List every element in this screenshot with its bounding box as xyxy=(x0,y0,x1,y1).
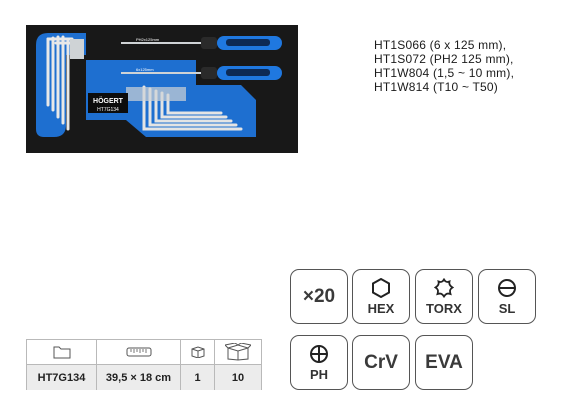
phillips-label: PH xyxy=(309,367,329,382)
quantity-text: ×20 xyxy=(302,285,336,307)
material-badge: CrV xyxy=(352,335,410,390)
contents-line: HT1S066 (6 x 125 mm), xyxy=(374,38,507,52)
contents-line: HT1W814 (T10 ~ T50) xyxy=(374,80,498,94)
torx-badge: TORX xyxy=(415,269,473,324)
quantity-badge: ×20 xyxy=(290,269,348,324)
folder-icon xyxy=(27,340,97,364)
photo-label-bottom: 6x125mm xyxy=(136,67,154,72)
slotted-icon xyxy=(497,277,517,299)
torx-label: TORX xyxy=(426,301,462,316)
ruler-icon xyxy=(97,340,181,364)
spec-unit-qty: 1 xyxy=(181,365,215,390)
material-text: CrV xyxy=(364,351,398,373)
spec-carton-qty: 10 xyxy=(231,371,245,384)
hex-label: HEX xyxy=(367,301,395,316)
foam-text: EVA xyxy=(425,351,463,373)
foam-badge: EVA xyxy=(415,335,473,390)
photo-brand-text: HÖGERT xyxy=(93,96,124,105)
product-photo: HÖGERT HT7G134 PH2x125mm 6x125mm xyxy=(26,25,298,153)
hex-badge: HEX xyxy=(352,269,410,324)
slotted-badge: SL xyxy=(478,269,536,324)
hexagon-icon xyxy=(371,277,391,299)
photo-label-top: PH2x125mm xyxy=(136,37,160,42)
product-contents-list: HT1S066 (6 x 125 mm), HT1S072 (PH2 125 m… xyxy=(374,38,570,94)
tool-set-illustration: HÖGERT HT7G134 PH2x125mm 6x125mm xyxy=(26,25,298,153)
spec-table: HT7G134 39,5 × 18 cm 1 10 xyxy=(26,339,262,390)
slotted-label: SL xyxy=(498,301,516,316)
spec-model: HT7G134 xyxy=(27,365,97,390)
phillips-icon xyxy=(309,343,329,365)
spec-icon-row xyxy=(27,340,261,365)
photo-model-text: HT7G134 xyxy=(97,107,119,113)
single-box-icon xyxy=(181,340,215,364)
spec-dimensions: 39,5 × 18 cm xyxy=(97,365,181,390)
phillips-badge: PH xyxy=(290,335,348,390)
torx-star-icon xyxy=(434,277,454,299)
contents-line: HT1S072 (PH2 125 mm), xyxy=(374,52,514,66)
contents-line: HT1W804 (1,5 ~ 10 mm), xyxy=(374,66,515,80)
spec-value-row: HT7G134 39,5 × 18 cm 1 10 xyxy=(27,365,261,390)
carton-box-icon xyxy=(215,340,261,364)
